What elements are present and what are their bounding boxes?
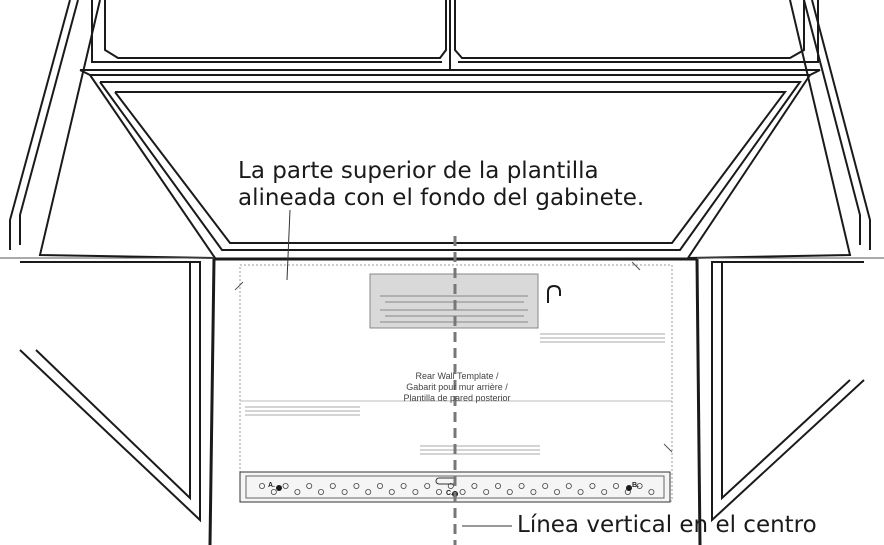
rail-hole bbox=[400, 482, 407, 489]
rail-hole bbox=[518, 482, 525, 489]
mounting-hole bbox=[626, 485, 632, 491]
center-line-callout: Línea vertical en el centro bbox=[517, 512, 817, 538]
template-title-line-3: Plantilla de pared posterior bbox=[403, 393, 511, 403]
rail-hole bbox=[554, 488, 561, 495]
template-title-line-1: Rear Wall Template / bbox=[415, 371, 499, 381]
rail-hole bbox=[424, 482, 431, 489]
rail-hole bbox=[613, 482, 620, 489]
rail-hole bbox=[365, 488, 372, 495]
template-title: Rear Wall Template / Gabarit pour mur ar… bbox=[372, 371, 542, 404]
rail-hole bbox=[483, 488, 490, 495]
rail-hole bbox=[329, 482, 336, 489]
rail-hole bbox=[412, 488, 419, 495]
rail-hole bbox=[282, 482, 289, 489]
rail-hole bbox=[435, 488, 442, 495]
rail-hole bbox=[471, 482, 478, 489]
rail-hole bbox=[542, 482, 549, 489]
wall-panels bbox=[19, 261, 865, 523]
rail-hole bbox=[565, 482, 572, 489]
top-alignment-callout: La parte superior de la plantilla alinea… bbox=[238, 158, 644, 212]
rail-hole bbox=[601, 488, 608, 495]
top-alignment-callout-line-1: La parte superior de la plantilla bbox=[238, 158, 599, 184]
rail-hole bbox=[459, 488, 466, 495]
hole-label-c: C. bbox=[446, 490, 453, 497]
rail-hole bbox=[353, 482, 360, 489]
rail-hole bbox=[447, 482, 454, 489]
rail-hole bbox=[270, 488, 277, 495]
rail-hole bbox=[341, 488, 348, 495]
rail-hole bbox=[589, 482, 596, 489]
rail-hole bbox=[376, 482, 383, 489]
rail-hole bbox=[258, 482, 265, 489]
template-fine-print bbox=[245, 333, 665, 455]
side-walls bbox=[208, 258, 702, 545]
rail-hole bbox=[577, 488, 584, 495]
upper-cabinet bbox=[9, 0, 871, 259]
rail-hole bbox=[306, 482, 313, 489]
top-alignment-callout-line-2: alineada con el fondo del gabinete. bbox=[238, 185, 645, 211]
rail-hole bbox=[530, 488, 537, 495]
mounting-hole bbox=[276, 485, 282, 491]
template-title-line-2: Gabarit pour mur arrière / bbox=[406, 382, 508, 392]
top-callout-leader bbox=[286, 209, 291, 281]
rail-holes bbox=[258, 482, 655, 497]
hole-label-a: A. bbox=[268, 482, 275, 489]
rail-hole bbox=[294, 488, 301, 495]
hole-label-b: B. bbox=[632, 482, 639, 489]
rail-hole bbox=[494, 482, 501, 489]
rail-hole bbox=[506, 488, 513, 495]
rail-hole bbox=[388, 488, 395, 495]
rail-hole bbox=[636, 482, 643, 489]
rail-hole bbox=[648, 488, 655, 495]
rail-hole bbox=[317, 488, 324, 495]
hook-icon bbox=[547, 284, 561, 303]
alignment-marks bbox=[234, 261, 673, 453]
